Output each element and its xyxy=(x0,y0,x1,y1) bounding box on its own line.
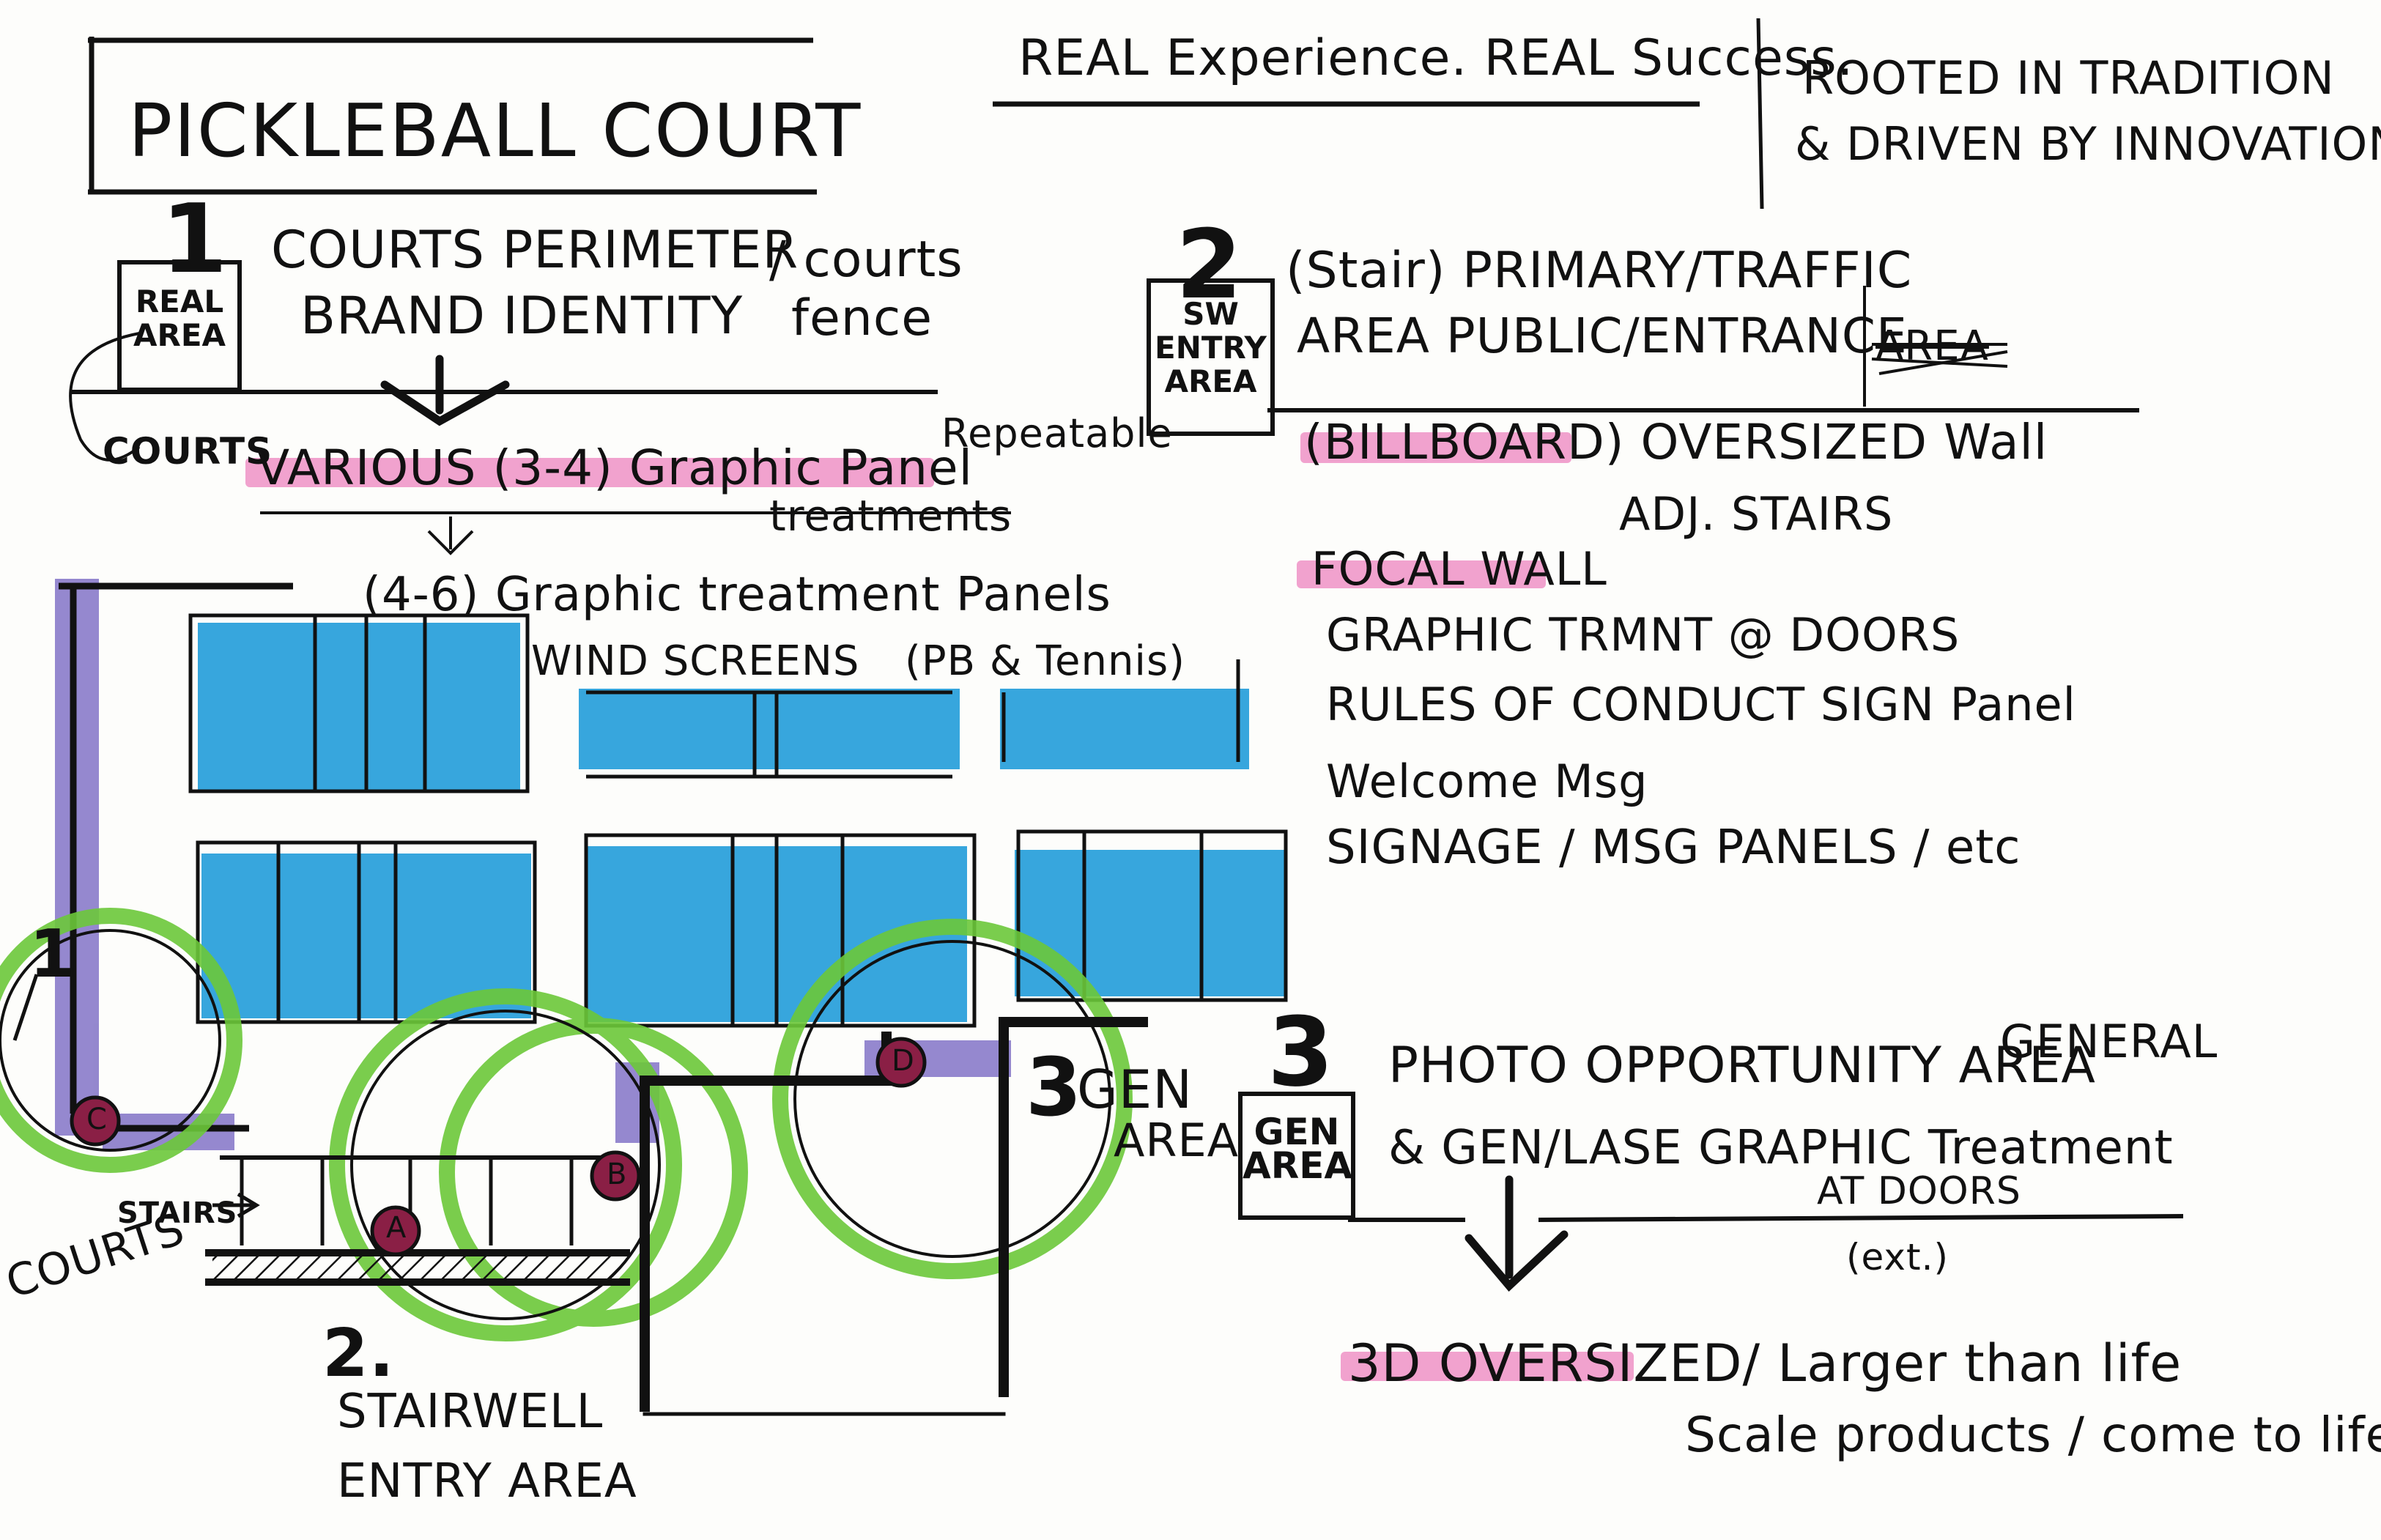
section2-box-label-1: SW xyxy=(1182,296,1239,332)
section2-line-2: AREA PUBLIC/ENTRANCE xyxy=(1297,308,1908,364)
section2-box-label-2: ENTRY xyxy=(1155,330,1267,366)
gen-area-label: GEN xyxy=(1077,1059,1193,1120)
section1-line-1: COURTS PERIMETER xyxy=(271,220,799,280)
section2-item-4: SIGNAGE / MSG PANELS / etc xyxy=(1326,821,2021,875)
section3-ext: (ext.) xyxy=(1846,1236,1949,1278)
marker1-arrow xyxy=(12,974,39,1041)
focus-rings xyxy=(0,908,1133,1341)
dot-label-a: A xyxy=(386,1211,407,1245)
location-dots xyxy=(70,1037,927,1256)
section2-number: 2 xyxy=(1176,209,1243,320)
section3-box-label-2: AREA xyxy=(1243,1144,1353,1187)
gen-area-number: 3 xyxy=(1026,1040,1083,1134)
section1-area-box: REAL AREA xyxy=(117,260,242,392)
section1-side-2: fence xyxy=(791,289,933,347)
courts-note: COURTS xyxy=(103,430,273,473)
tagline: REAL Experience. REAL Success. xyxy=(1018,29,1854,87)
court-panels-row1 xyxy=(188,613,1249,793)
section1-number: 1 xyxy=(161,183,229,295)
section1-bullet-1b: treatments xyxy=(769,491,1012,541)
section1-box-label-2: AREA xyxy=(133,317,226,353)
section1-sub-1: (4-6) Graphic treatment Panels xyxy=(363,568,1111,622)
section1-line-2: BRAND IDENTITY xyxy=(300,286,744,346)
section2-item-3: Welcome Msg xyxy=(1326,755,1648,808)
section3-line-1: PHOTO OPPORTUNITY AREA xyxy=(1388,1037,2096,1095)
motto-line-2: & DRIVEN BY INNOVATION xyxy=(1795,117,2381,171)
dot-label-d: D xyxy=(892,1044,915,1078)
section1-box-label-1: REAL xyxy=(135,284,224,319)
court-panels-row2 xyxy=(196,829,1288,1028)
motto-line-1: ROOTED IN TRADITION xyxy=(1802,51,2335,105)
plan-stairs-label: STAIRS xyxy=(117,1196,238,1230)
section3-number: 3 xyxy=(1267,996,1335,1108)
dot-label-c: C xyxy=(86,1103,108,1136)
highlight-billboard xyxy=(1300,432,1571,463)
highlight-focal-wall xyxy=(1297,560,1546,588)
section3-bullet-1: 3D OVERSIZED/ Larger than life xyxy=(1348,1333,2182,1393)
section1-sub-2: WIND SCREENS xyxy=(531,637,860,685)
section2-bullet-2: FOCAL WALL xyxy=(1311,542,1607,596)
courts-curve xyxy=(69,332,141,462)
stair-rail xyxy=(205,1155,630,1286)
section1-side-1: / courts xyxy=(769,231,963,289)
section1-sub-3: (PB & Tennis) xyxy=(905,637,1186,685)
section3-line-2: & GEN/LASE GRAPHIC Treatment xyxy=(1388,1121,2174,1175)
section2-line-1: (Stair) PRIMARY/TRAFFIC xyxy=(1286,242,1913,300)
title-frame xyxy=(88,37,817,195)
section2-area-box: SW ENTRY AREA xyxy=(1147,278,1275,436)
section3-line-3: AT DOORS xyxy=(1817,1169,2021,1213)
gen-area-label-2: AREA xyxy=(1114,1114,1240,1167)
section2-struck-word: AREA xyxy=(1875,322,1989,370)
stairs-arrow xyxy=(212,1192,260,1218)
header-divider xyxy=(1756,18,1764,210)
section2-item-2: RULES OF CONDUCT SIGN Panel xyxy=(1326,678,2076,731)
struck-hatch xyxy=(1871,343,2008,375)
section2-box-label-3: AREA xyxy=(1164,363,1257,399)
small-arrow xyxy=(427,517,474,555)
plan-marker-1: 1 xyxy=(29,916,76,993)
repeatable-note: Repeatable xyxy=(941,410,1173,456)
section1-bullet-1: VARIOUS (3-4) Graphic Panel xyxy=(256,440,973,496)
section3-box-label-1: GEN xyxy=(1254,1111,1340,1153)
page-title: PICKLEBALL COURT xyxy=(128,88,862,174)
section3-bullet-1b: Scale products / come to life xyxy=(1685,1407,2381,1463)
section3-area-box: GEN AREA xyxy=(1238,1092,1355,1220)
section2-item-1: GRAPHIC TRMNT @ DOORS xyxy=(1326,608,1960,662)
section2-bullet-1b: ADJ. STAIRS xyxy=(1619,487,1894,541)
stairwell-line-1: STAIRWELL xyxy=(337,1385,604,1439)
stairwell-number: 2. xyxy=(322,1315,395,1392)
highlight-various xyxy=(245,458,934,487)
section1-arrow xyxy=(380,355,510,426)
stairwell-line-2: ENTRY AREA xyxy=(337,1454,637,1508)
highlight-3d-oversized xyxy=(1341,1352,1634,1381)
dot-label-b: B xyxy=(607,1158,628,1191)
section2-bullet-1: (BILLBOARD) OVERSIZED Wall xyxy=(1304,414,2048,470)
section3-arrow xyxy=(1464,1175,1569,1292)
section3-general: GENERAL xyxy=(2000,1015,2218,1068)
